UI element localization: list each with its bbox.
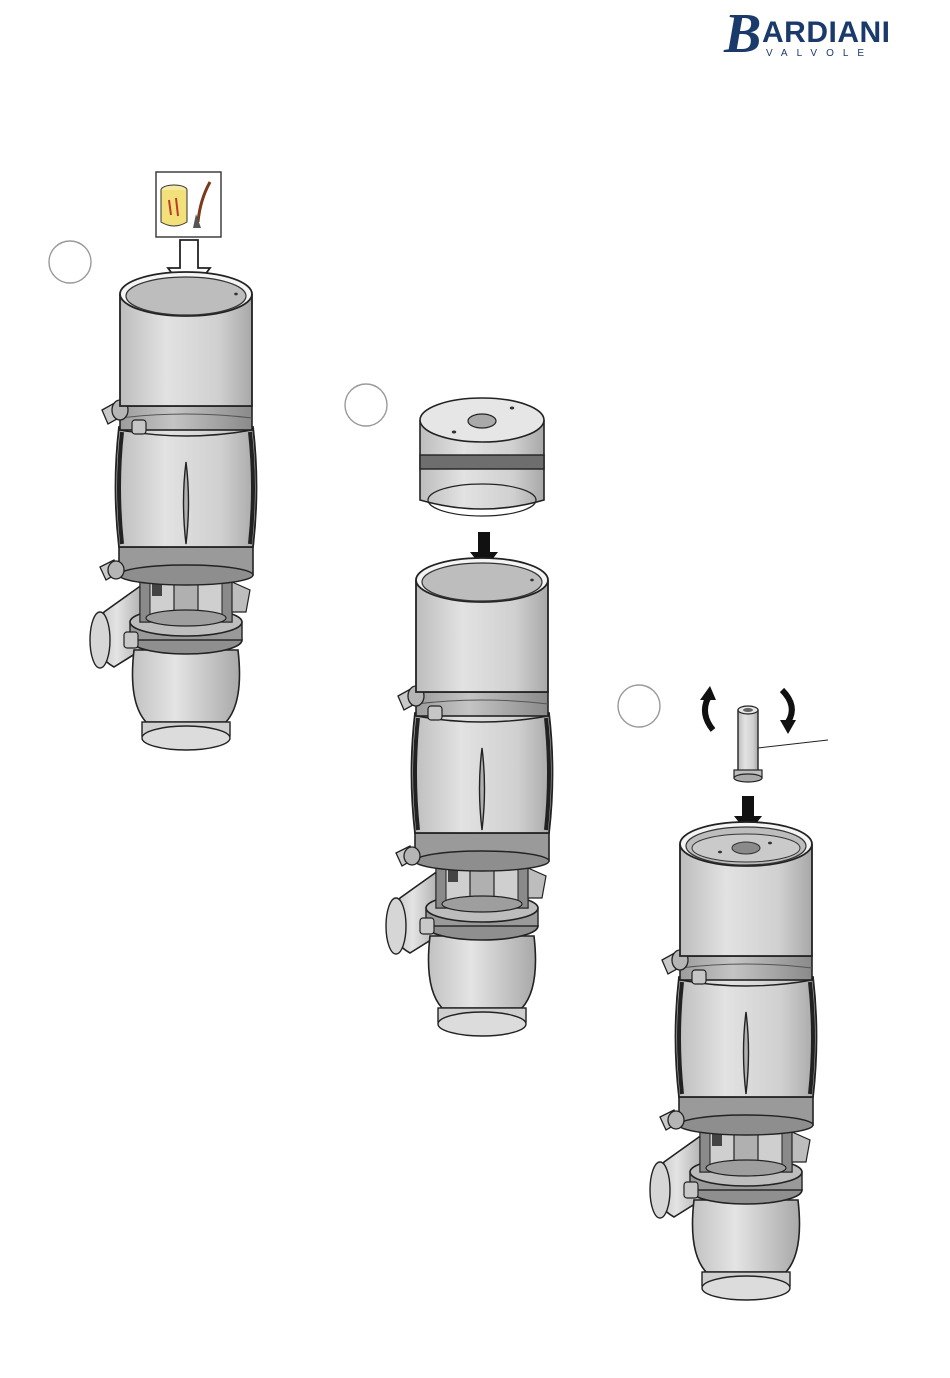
step-3-number-circle [618,685,660,727]
logo-tagline: VALVOLE [766,48,873,59]
valve-assembly-step-2 [386,558,553,1036]
guide-bushing-part [734,706,828,782]
valve-assembly-step-1 [90,272,257,750]
callout-line [758,740,828,748]
bushing-seat [732,842,760,854]
step-1-number-circle [49,241,91,283]
bardiani-logo: B ARDIANI VALVOLE [723,3,891,65]
valve-assembly-step-3 [650,822,817,1300]
logo-name: ARDIANI [762,16,891,49]
step-2-number-circle [345,384,387,426]
logo-mark: B [723,3,761,65]
grease-and-brush-icon [156,172,221,237]
step-3 [618,685,828,1300]
step-1 [49,172,257,750]
piston-part [420,398,544,516]
step-2 [345,384,553,1036]
